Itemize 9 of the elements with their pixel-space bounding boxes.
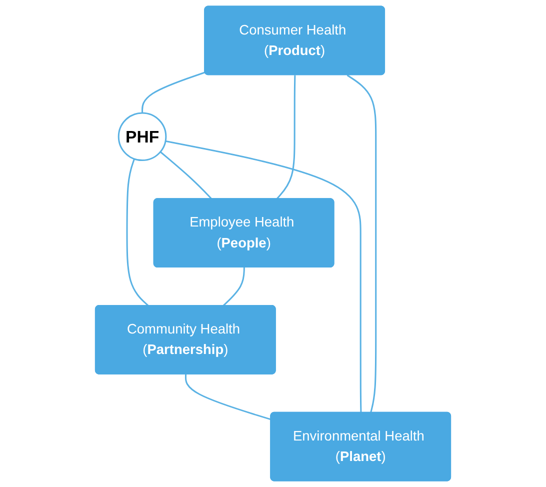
connector: [160, 151, 212, 200]
connector: [142, 72, 206, 113]
connector: [276, 75, 296, 200]
connector: [165, 140, 362, 413]
connector: [222, 268, 245, 306]
connector: [184, 374, 272, 420]
connector: [346, 74, 377, 413]
node-circle: PHF: [118, 112, 167, 162]
connector: [126, 158, 149, 306]
